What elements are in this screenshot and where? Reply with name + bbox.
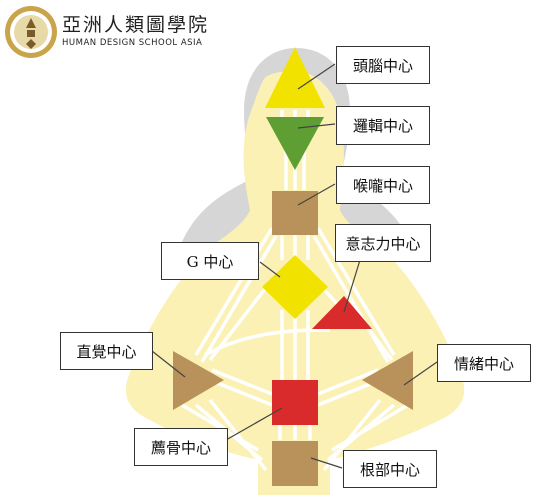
leader-spleen xyxy=(151,350,186,378)
label-g-center: G 中心 xyxy=(161,242,259,280)
solar-plexus-center xyxy=(362,351,413,410)
label-solar-plexus-center: 情緒中心 xyxy=(437,344,531,382)
label-spleen-center: 直覺中心 xyxy=(60,332,153,370)
label-root-center: 根部中心 xyxy=(343,450,437,488)
label-sacral-center: 薦骨中心 xyxy=(134,428,228,466)
leader-g xyxy=(259,261,281,278)
leader-head xyxy=(297,63,336,90)
root-center xyxy=(272,441,318,486)
will-center xyxy=(312,296,372,329)
channel-throat-g xyxy=(280,235,310,260)
ajna-center xyxy=(266,117,324,170)
channel-g-sacral xyxy=(280,310,310,380)
callout-lines xyxy=(151,63,438,469)
channel-spleen-sacral xyxy=(211,368,273,407)
g-center xyxy=(262,255,328,319)
channel-spleen-g-cross xyxy=(204,328,331,357)
sacral-center xyxy=(272,380,318,425)
leader-solar xyxy=(403,361,438,386)
school-name: 亞洲人類圖學院 xyxy=(62,14,210,36)
leader-ajna xyxy=(297,123,336,129)
label-ajna-center: 邏輯中心 xyxy=(336,106,430,145)
head-center xyxy=(265,47,325,108)
leader-throat xyxy=(297,183,336,206)
spleen-center xyxy=(173,351,224,410)
label-will-center: 意志力中心 xyxy=(335,224,431,262)
label-head-center: 頭腦中心 xyxy=(336,46,430,84)
channel-spleen-root xyxy=(181,398,268,472)
leader-root xyxy=(310,457,343,469)
leader-sacral xyxy=(225,407,283,441)
channel-throat-spleen xyxy=(194,227,278,363)
channel-sacral-root xyxy=(278,425,312,440)
label-throat-center: 喉嚨中心 xyxy=(336,166,430,204)
leader-will xyxy=(343,259,361,313)
channel-solar-root xyxy=(322,398,409,472)
channel-lines xyxy=(181,110,409,472)
school-logo-icon xyxy=(5,6,57,58)
school-name-english: HUMAN DESIGN SCHOOL ASIA xyxy=(62,38,203,48)
channel-solar-sacral xyxy=(317,368,379,407)
